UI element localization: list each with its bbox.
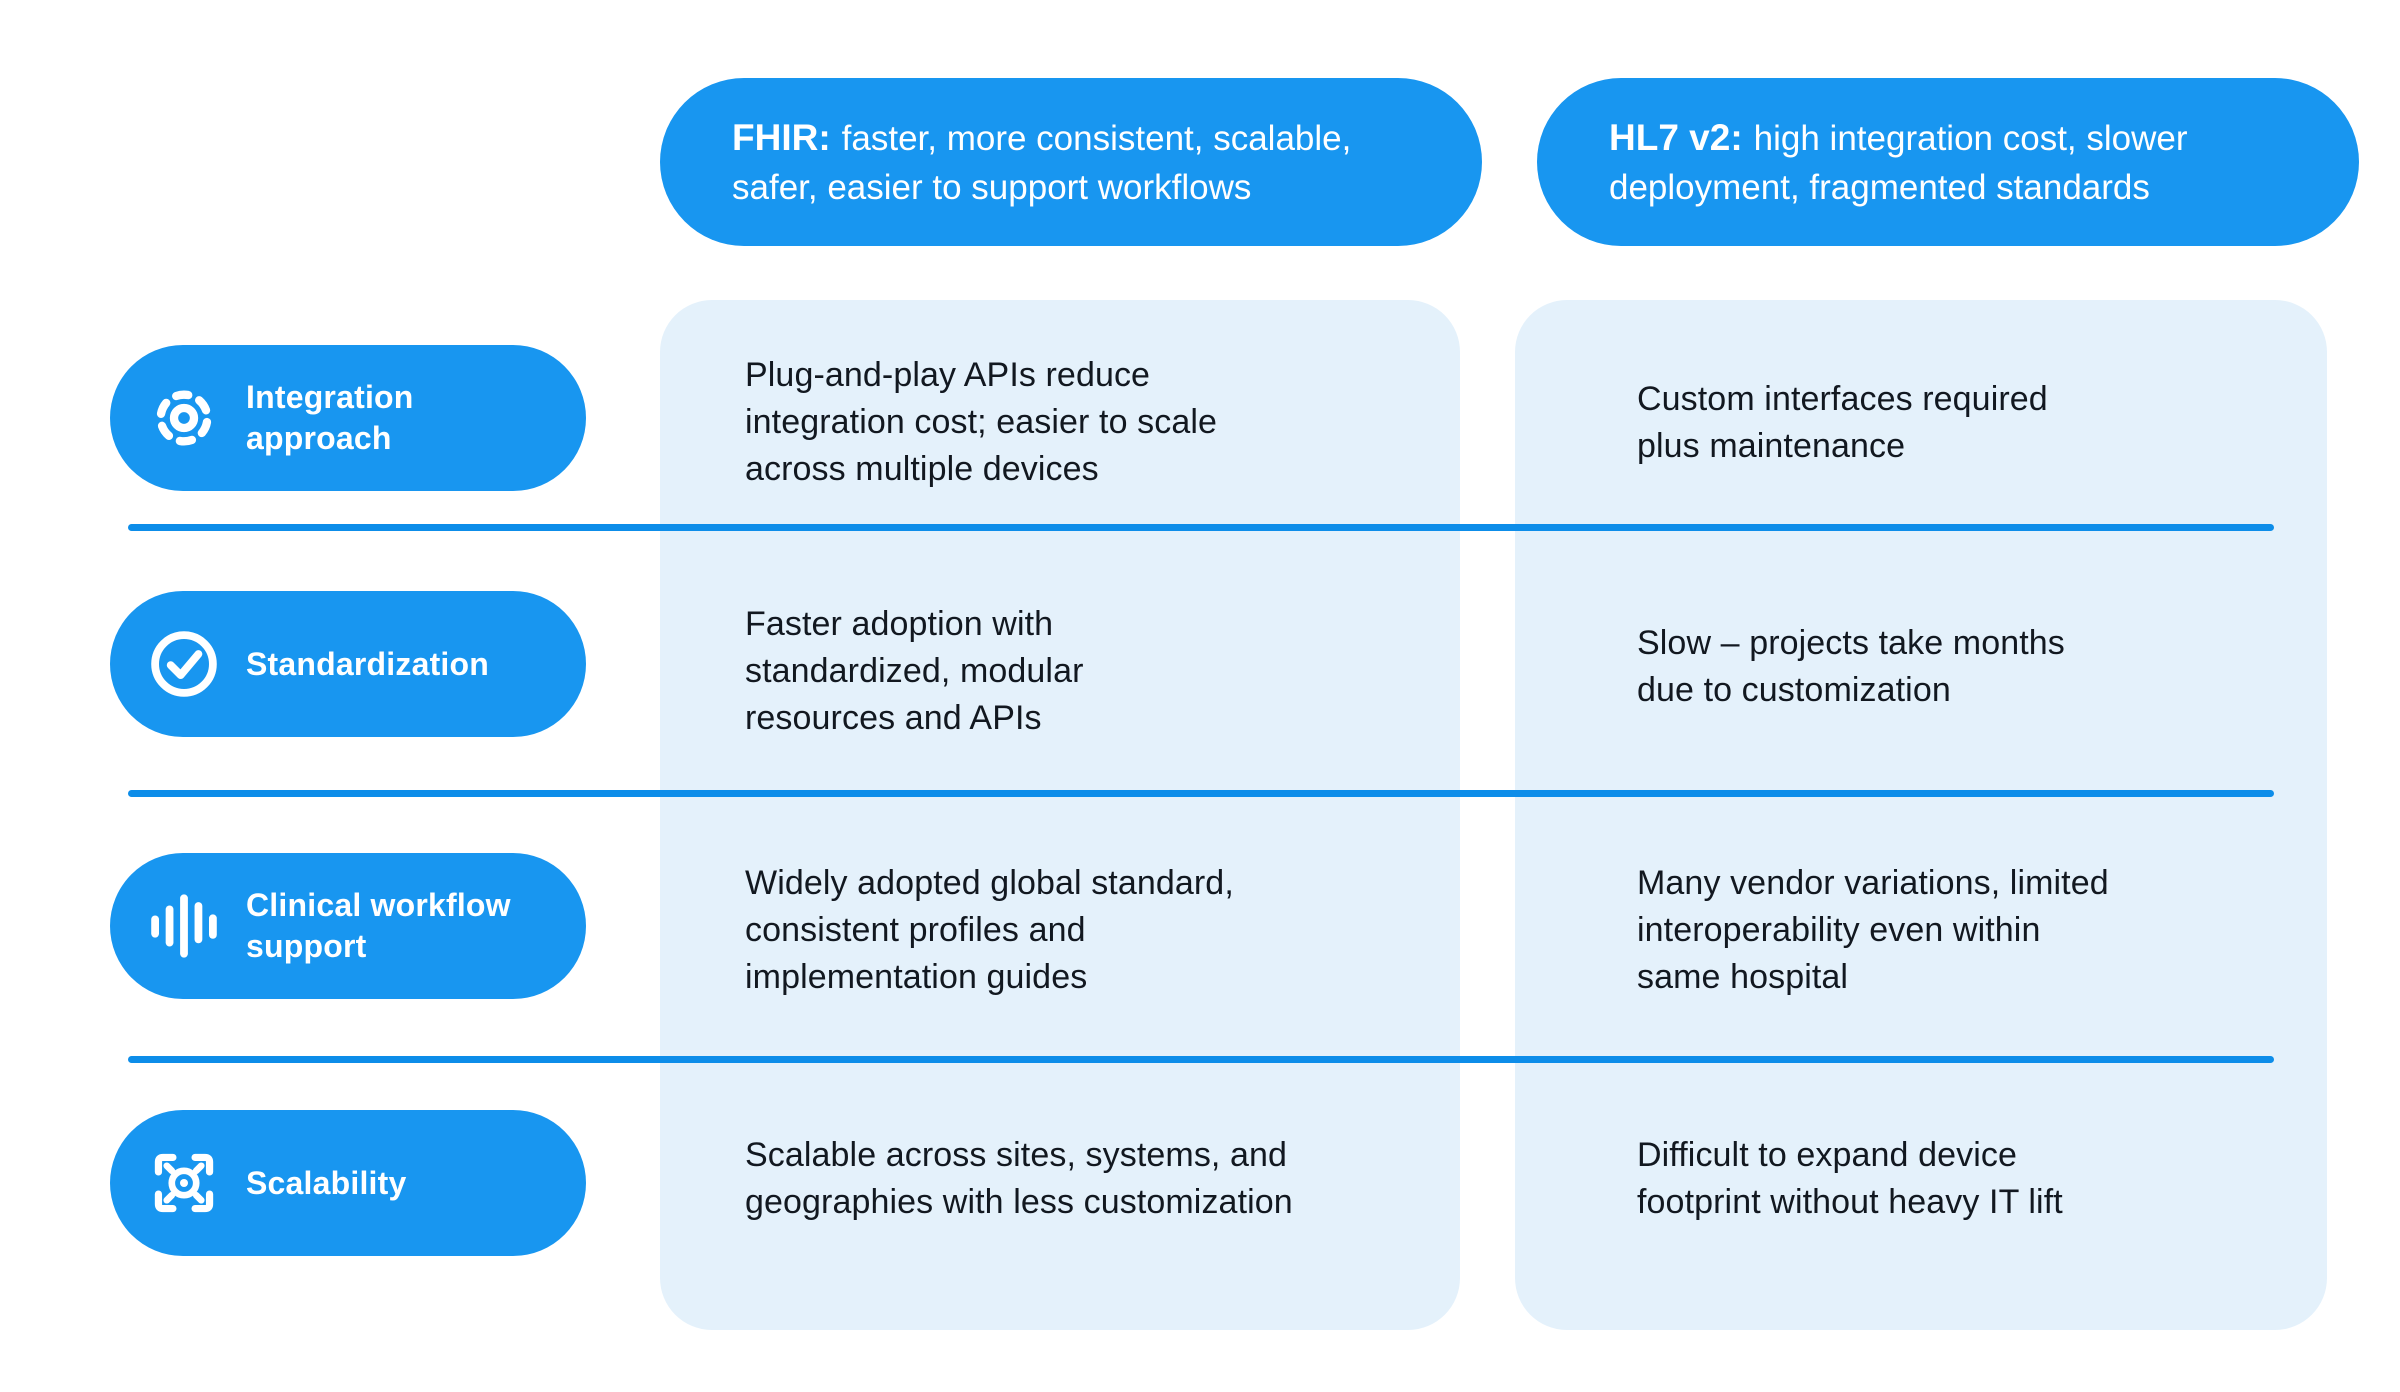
hl7-header-text: HL7 v2:high integration cost, slower dep… bbox=[1609, 113, 2188, 212]
hl7-cell-clinical-workflow-support: Many vendor variations, limited interope… bbox=[1637, 864, 2109, 996]
row-label-text: Integration approach bbox=[246, 379, 414, 456]
hl7-header-summary: high integration cost, slower deployment… bbox=[1609, 118, 2188, 207]
hl7-column-panel bbox=[1515, 300, 2327, 1330]
fhir-cell-scalability: Scalable across sites, systems, and geog… bbox=[745, 1136, 1293, 1221]
fhir-cell-integration-approach: Plug-and-play APIs reduce integration co… bbox=[745, 356, 1217, 488]
row-divider bbox=[128, 790, 2274, 797]
fhir-header-text: FHIR:faster, more consistent, scalable, … bbox=[732, 113, 1351, 212]
row-divider bbox=[128, 524, 2274, 531]
check-circle-icon bbox=[144, 624, 224, 704]
row-label-integration-approach: Integration approach bbox=[110, 345, 586, 491]
hl7-cell-integration-approach: Custom interfaces required plus maintena… bbox=[1637, 380, 2048, 465]
fhir-cell-standardization: Faster adoption with standardized, modul… bbox=[745, 605, 1084, 737]
gear-icon bbox=[144, 378, 224, 458]
row-label-clinical-workflow-support: Clinical workflow support bbox=[110, 853, 586, 999]
hl7-cell-standardization: Slow – projects take months due to custo… bbox=[1637, 624, 2065, 709]
row-divider bbox=[128, 1056, 2274, 1063]
row-label-text: Scalability bbox=[246, 1164, 407, 1201]
row-label-text: Clinical workflow support bbox=[246, 887, 511, 964]
expand-target-icon bbox=[144, 1143, 224, 1223]
fhir-column-header: FHIR:faster, more consistent, scalable, … bbox=[660, 78, 1482, 246]
hl7-header-lead: HL7 v2: bbox=[1609, 116, 1743, 158]
fhir-cell-clinical-workflow-support: Widely adopted global standard, consiste… bbox=[745, 864, 1234, 996]
row-label-scalability: Scalability bbox=[110, 1110, 586, 1256]
waveform-icon bbox=[144, 886, 224, 966]
fhir-header-lead: FHIR: bbox=[732, 116, 831, 158]
hl7-column-header: HL7 v2:high integration cost, slower dep… bbox=[1537, 78, 2359, 246]
fhir-column-panel bbox=[660, 300, 1460, 1330]
fhir-header-summary: faster, more consistent, scalable, safer… bbox=[732, 118, 1352, 207]
hl7-cell-scalability: Difficult to expand device footprint wit… bbox=[1637, 1136, 2063, 1221]
row-label-text: Standardization bbox=[246, 645, 490, 682]
row-label-standardization: Standardization bbox=[110, 591, 586, 737]
